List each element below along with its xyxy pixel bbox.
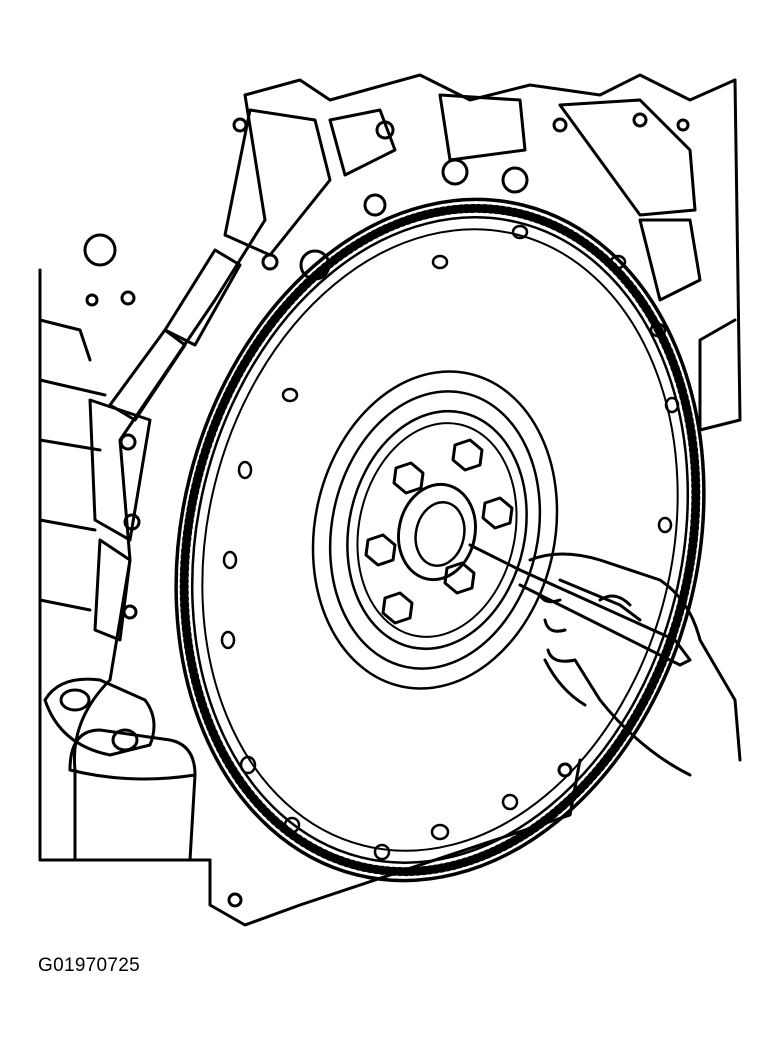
center-bore [397,482,477,582]
hand-with-scribe [468,543,742,777]
scribe-tool [468,543,692,667]
oil-filter [43,677,197,862]
flywheel-bolt-holes [220,224,680,861]
flywheel-hub-mid [328,390,542,670]
flywheel-hub-outer [311,370,559,690]
figure-id-label: G01970725 [38,955,141,976]
engine-block [38,73,742,927]
ring-gear-teeth [179,203,701,877]
crankshaft-bolts [364,438,514,625]
